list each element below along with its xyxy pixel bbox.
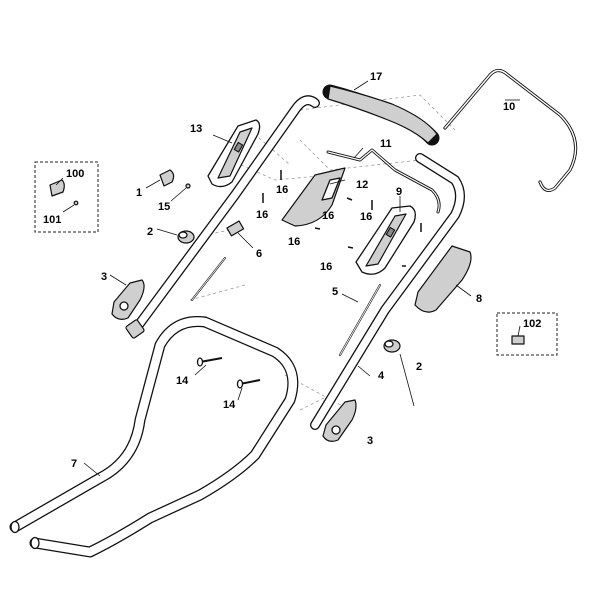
kit-box-100-101 [34,161,99,233]
callout-16-f: 16 [320,261,332,273]
callout-12: 12 [356,179,368,191]
callout-6: 6 [256,248,262,260]
callout-14-upper: 14 [176,375,189,387]
part-13-left-cover [207,119,261,188]
callout-2-left: 2 [147,226,153,238]
assembly-guide-lines [179,94,456,411]
part-4-upper-handle-frame [125,95,465,430]
part-9-right-cover [355,205,416,275]
callout-1: 1 [136,187,142,199]
callout-101: 101 [43,214,61,226]
callout-5: 5 [332,286,338,298]
callout-17: 17 [370,71,382,83]
part-15-screw [185,183,191,189]
part-10-bail-lever [443,68,578,193]
part-7-lower-handle [9,315,299,558]
callout-16-b: 16 [256,209,268,221]
callout-4: 4 [378,370,385,382]
callout-16-a: 16 [276,184,288,196]
part-12-center-cover [281,167,346,227]
part-11-cable [326,148,441,214]
callout-8: 8 [476,293,482,305]
leader-lines [55,80,521,477]
part-3-clamp-lever-right [322,399,357,442]
callout-14-lower: 14 [223,399,236,411]
callout-9: 9 [396,186,402,198]
part-2-clip-left [177,230,195,244]
callout-102: 102 [523,318,541,330]
part-3-clamp-lever-left [111,279,145,320]
part-17-handle-grip [322,84,440,146]
callout-13: 13 [190,123,202,135]
callout-3-right: 3 [367,435,373,447]
callout-labels: 1 2 2 3 3 4 5 6 7 8 9 10 11 12 13 14 14 … [43,71,541,470]
part-2-clip-right [383,339,401,353]
part-14-screw-upper [196,357,223,367]
part-14-screw-lower [236,379,261,389]
part-1-clip [159,169,175,187]
callout-16-c: 16 [322,210,334,222]
callout-2-right: 2 [416,361,422,373]
callout-15: 15 [158,201,170,213]
callout-100: 100 [66,168,84,180]
callout-16-e: 16 [360,211,372,223]
part-6-cable-connector [191,220,245,301]
part-5-cable-spring [339,284,381,356]
callout-3-left: 3 [101,271,107,283]
part-8-side-cover [414,245,472,313]
callout-16-d: 16 [288,236,300,248]
callout-10: 10 [503,101,515,113]
callout-11: 11 [380,138,392,150]
part-16-screws [262,170,422,267]
callout-7: 7 [71,458,77,470]
